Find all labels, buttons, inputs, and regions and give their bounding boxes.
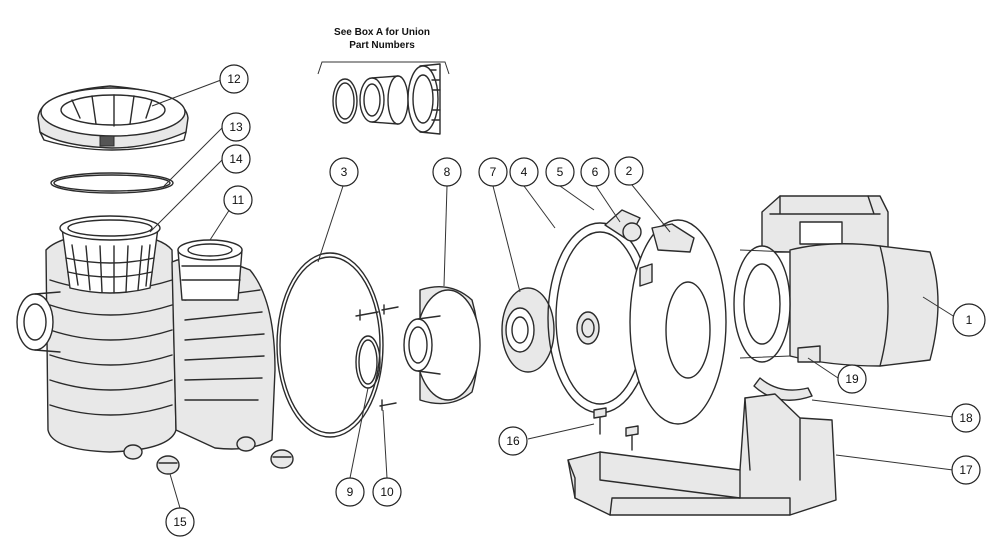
motor	[733, 195, 939, 367]
callout-19: 19	[837, 364, 867, 394]
callout-2: 2	[614, 156, 644, 186]
callout-17-label: 17	[959, 463, 973, 477]
callout-12-label: 12	[227, 72, 241, 86]
callout-8-label: 8	[444, 165, 451, 179]
callout-3-label: 3	[341, 165, 348, 179]
callout-16: 16	[498, 426, 528, 456]
callout-1: 1	[952, 303, 986, 337]
callout-6-label: 6	[592, 165, 599, 179]
callout-11-label: 11	[232, 193, 245, 207]
diffuser	[403, 286, 481, 405]
callout-3: 3	[329, 157, 359, 187]
seal-plate	[547, 209, 653, 414]
callout-11: 11	[223, 185, 253, 215]
callout-15: 15	[165, 507, 195, 537]
callout-14: 14	[221, 144, 251, 174]
callout-14-label: 14	[229, 152, 243, 166]
pump-base	[567, 393, 837, 516]
strainer-lid	[37, 85, 189, 151]
callout-18: 18	[951, 403, 981, 433]
callout-4: 4	[509, 157, 539, 187]
callout-17: 17	[951, 455, 981, 485]
lid-o-ring	[50, 172, 174, 194]
callout-1-label: 1	[966, 313, 973, 327]
base-screws	[593, 407, 639, 451]
pump-housing	[16, 215, 276, 460]
callout-8: 8	[432, 157, 462, 187]
drain-plugs	[156, 449, 294, 475]
callout-7: 7	[478, 157, 508, 187]
housing-o-ring	[276, 252, 384, 438]
callout-5-label: 5	[557, 165, 564, 179]
union-note-bracket	[317, 61, 450, 75]
callout-9-label: 9	[347, 485, 354, 499]
callout-15-label: 15	[173, 515, 187, 529]
diffuser-screws	[355, 304, 399, 411]
union-note-line2: Part Numbers	[349, 40, 415, 51]
union-parts	[332, 63, 441, 135]
callout-10: 10	[372, 477, 402, 507]
callout-12: 12	[219, 64, 249, 94]
callout-13: 13	[221, 112, 251, 142]
callout-2-label: 2	[626, 164, 633, 178]
union-note-line1: See Box A for Union	[334, 27, 430, 38]
callout-6: 6	[580, 157, 610, 187]
diffuser-o-ring	[355, 335, 381, 389]
leader-lines	[149, 79, 959, 509]
callout-10-label: 10	[380, 485, 394, 499]
callout-16-label: 16	[506, 434, 520, 448]
callout-7-label: 7	[490, 165, 497, 179]
callout-13-label: 13	[229, 120, 243, 134]
callout-19-label: 19	[845, 372, 859, 386]
callout-4-label: 4	[521, 165, 528, 179]
motor-adapter-plate	[629, 219, 727, 425]
callout-5: 5	[545, 157, 575, 187]
callout-9: 9	[335, 477, 365, 507]
impeller	[501, 287, 555, 373]
callout-18-label: 18	[959, 411, 973, 425]
